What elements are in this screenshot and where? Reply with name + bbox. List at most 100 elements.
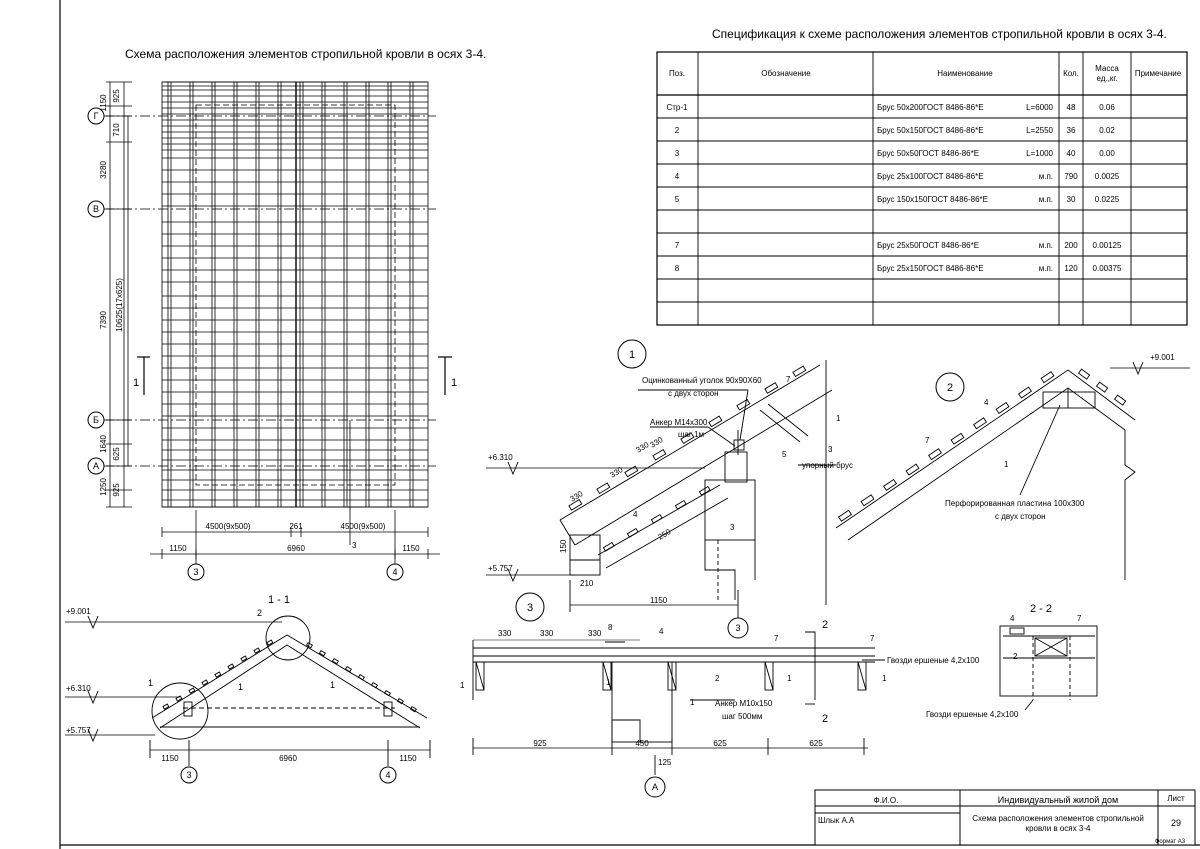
plan-dim: 7390 bbox=[99, 311, 108, 329]
node1-level-low: +5.757 bbox=[488, 564, 513, 573]
section-batten bbox=[162, 703, 170, 710]
section-batten bbox=[188, 687, 196, 694]
section-batten bbox=[214, 671, 222, 678]
plan-dim: 1150 bbox=[99, 94, 108, 112]
spec-cell-length: L=2550 bbox=[1026, 126, 1053, 135]
plan-bottom-dim: 4500(9х500) bbox=[206, 522, 251, 531]
node1-batten bbox=[624, 465, 639, 478]
plan-axis-v: В bbox=[87, 200, 105, 218]
spec-cell-name: Брус 25х100ГОСТ 8486-86*Е bbox=[877, 172, 984, 181]
plan-dim: 1640 bbox=[99, 435, 108, 453]
spec-cell-name: Брус 50х50ГОСТ 8486-86*Е bbox=[877, 149, 979, 158]
node2-level: +9.001 bbox=[1150, 353, 1175, 362]
plan-dim: 1250 bbox=[99, 478, 108, 496]
spec-cell-mass: 0.0225 bbox=[1095, 195, 1120, 204]
node3-bottom-dim: 450 bbox=[635, 739, 649, 748]
section-1-1: 1 - 1 +9.001 + bbox=[65, 594, 431, 784]
plan-center-mark: 3 bbox=[352, 541, 357, 550]
spec-header-mass: Масса bbox=[1095, 64, 1119, 73]
section-batten bbox=[370, 681, 378, 689]
axis-label-3: 3 bbox=[193, 567, 198, 577]
section-batten bbox=[253, 647, 261, 654]
node2-batten bbox=[905, 463, 920, 476]
section-label: 1 bbox=[330, 680, 335, 690]
node3-bottom-dim: 625 bbox=[809, 739, 823, 748]
node2-batten bbox=[883, 478, 898, 491]
axis-label-b: Б bbox=[93, 415, 99, 425]
plan-bottom-dim: 6960 bbox=[287, 544, 305, 553]
section-axis-3: 3 bbox=[186, 770, 191, 780]
plan-axis-g: Г bbox=[87, 107, 105, 125]
node-1: 1 bbox=[486, 339, 853, 639]
section-title: 1 - 1 bbox=[268, 594, 290, 606]
node1-level-top: +6.310 bbox=[488, 453, 513, 462]
node3-top-dim: 330 bbox=[498, 629, 512, 638]
node3-nails: Гвозди ершеные 4,2х100 bbox=[887, 656, 980, 665]
node2-batten bbox=[860, 494, 875, 507]
plan-axis-b: Б bbox=[87, 411, 105, 429]
node2-batten bbox=[928, 448, 943, 461]
node3-pos: 7 bbox=[870, 634, 875, 643]
section-batten bbox=[383, 689, 391, 697]
node3-post-cross bbox=[475, 661, 485, 691]
spec-cell-length: L=1000 bbox=[1026, 149, 1053, 158]
node1-batten bbox=[764, 382, 779, 394]
section22-label: 7 bbox=[1077, 614, 1082, 623]
node1-pos: 5 bbox=[782, 450, 787, 459]
node3-post bbox=[764, 661, 774, 691]
spec-cell-qty: 790 bbox=[1064, 172, 1078, 181]
section-batten bbox=[318, 649, 326, 657]
section-batten bbox=[201, 679, 209, 686]
node3-pos: 1 bbox=[882, 674, 887, 683]
stamp-sheet-title-2: кровли в осях 3-4 bbox=[1026, 824, 1091, 833]
node1-batten bbox=[596, 482, 611, 495]
node2-batten bbox=[950, 432, 965, 445]
node1-dim: 150 bbox=[559, 539, 568, 553]
node3-post-cross bbox=[857, 661, 867, 691]
section-batten bbox=[227, 663, 235, 670]
rafter-plan: Схема расположения элементов стропильной… bbox=[87, 47, 486, 581]
section-batten bbox=[409, 705, 417, 713]
stamp-fio-label: Ф.И.О. bbox=[874, 796, 899, 805]
spec-cell-pos: Стр-1 bbox=[666, 103, 688, 112]
spec-cell-name: Брус 150х150ГОСТ 8486-86*Е bbox=[877, 195, 988, 204]
node2-batten bbox=[1113, 394, 1127, 406]
section22-nails: Гвозди ершеные 4,2х100 bbox=[926, 710, 1019, 719]
node1-number: 1 bbox=[629, 349, 635, 361]
stamp-author: Шлык А.А bbox=[818, 816, 855, 825]
plan-axis-4: 4 bbox=[386, 563, 404, 581]
node1-pos: 1 bbox=[836, 414, 841, 423]
node1-batten bbox=[792, 365, 807, 378]
spec-cell-mass: 0.00125 bbox=[1093, 241, 1122, 250]
node3-post-cross bbox=[602, 661, 612, 691]
node-3: 3 330 330 330 bbox=[460, 592, 980, 798]
node3-post bbox=[475, 661, 485, 691]
spec-cell-mass: 0.06 bbox=[1099, 103, 1115, 112]
spec-cell-length: м.п. bbox=[1039, 264, 1053, 273]
node1-corner-label-2: с двух сторон bbox=[668, 389, 719, 398]
node3-anchor: Анкер М10х150 bbox=[715, 699, 773, 708]
node3-pos: 7 bbox=[774, 634, 779, 643]
section-batten bbox=[344, 665, 352, 673]
node1-strut-tick bbox=[650, 513, 663, 524]
node1-strut-tick bbox=[674, 499, 687, 510]
stamp-sheet-number: 29 bbox=[1171, 818, 1181, 828]
spec-header-pos: Поз. bbox=[669, 69, 685, 78]
section-batten bbox=[331, 657, 339, 665]
node2-batten bbox=[1077, 368, 1091, 380]
plan-dim-long: 10625(17х625) bbox=[115, 278, 124, 332]
spec-frame bbox=[656, 51, 1188, 326]
node1-pos: 4 bbox=[633, 510, 638, 519]
section-batten bbox=[266, 639, 274, 646]
node3-pos: 1 bbox=[690, 698, 695, 707]
spec-cell-mass: 0.00375 bbox=[1093, 264, 1122, 273]
node1-stop-bar: упорный брус bbox=[802, 461, 853, 470]
spec-cell-name: Брус 50х150ГОСТ 8486-86*Е bbox=[877, 126, 984, 135]
node1-dim: 1150 bbox=[650, 596, 668, 605]
